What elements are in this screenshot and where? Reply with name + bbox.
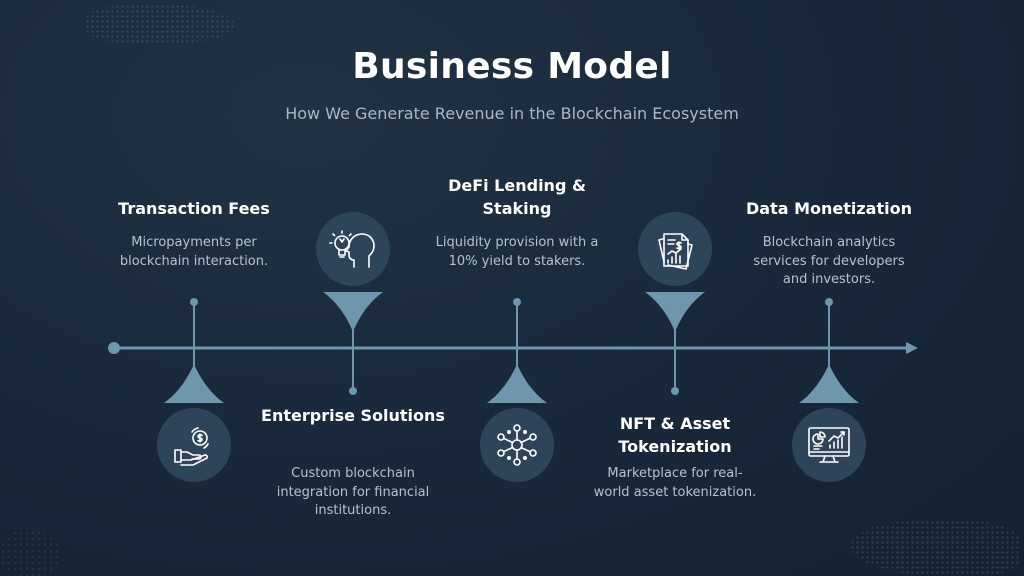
- step-5-title: Data Monetization: [745, 199, 912, 218]
- step-2-description: Custom blockchain integration for financ…: [276, 466, 430, 518]
- connector-dot-3: [513, 298, 521, 306]
- page-subtitle: How We Generate Revenue in the Blockchai…: [285, 104, 739, 123]
- hand-dollar-icon: [157, 408, 231, 482]
- step-4-description: Marketplace for real-world asset tokeniz…: [593, 466, 757, 500]
- pointer-up-3: [487, 364, 547, 403]
- page-title: Business Model: [352, 46, 672, 87]
- step-2-title: Enterprise Solutions: [261, 406, 445, 425]
- connector-dot-1: [190, 298, 198, 306]
- decorative-map-dots: [0, 530, 60, 576]
- step-5-description: Blockchain analytics services for develo…: [753, 235, 905, 287]
- analytics-monitor-icon: [792, 408, 866, 482]
- network-nodes-icon: [480, 408, 554, 482]
- decorative-map-dots: [850, 520, 1020, 576]
- timeline-start-dot: [108, 342, 120, 354]
- step-4-title: NFT & Asset Tokenization: [618, 414, 732, 456]
- pointer-down-4: [645, 292, 705, 332]
- step-3-description: Liquidity provision with a 10% yield to …: [435, 235, 599, 269]
- pointer-down-2: [323, 292, 383, 332]
- pointer-up-1: [164, 364, 224, 403]
- pointer-up-5: [799, 364, 859, 403]
- step-1-description: Micropayments per blockchain interaction…: [119, 235, 269, 269]
- step-3-title: DeFi Lending & Staking: [448, 176, 586, 218]
- connector-dot-4: [671, 387, 679, 395]
- decorative-map-dots: [85, 4, 235, 44]
- connector-dot-5: [825, 298, 833, 306]
- step-1-title: Transaction Fees: [118, 199, 270, 218]
- timeline-arrowhead: [906, 342, 918, 354]
- financial-document-icon: [638, 212, 712, 286]
- head-lightbulb-icon: [316, 212, 390, 286]
- connector-dot-2: [349, 387, 357, 395]
